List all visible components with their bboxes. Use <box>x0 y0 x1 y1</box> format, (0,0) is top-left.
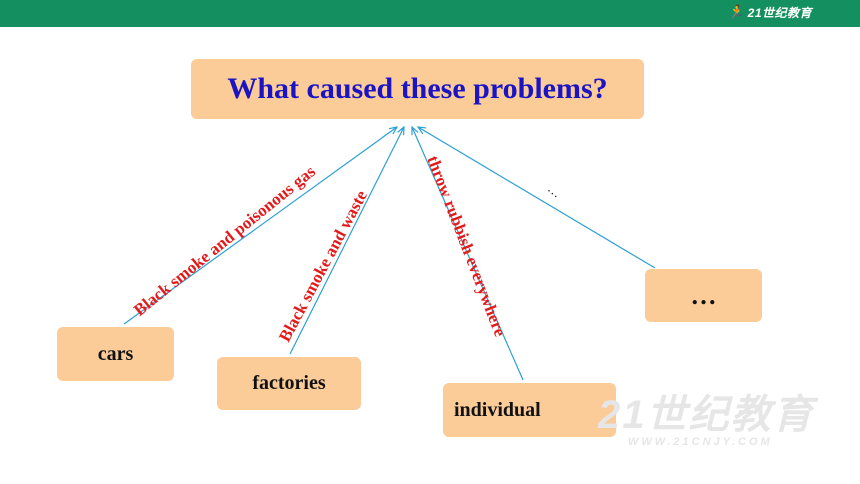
cause-factories: factories <box>217 357 361 410</box>
watermark: 21世纪教育 WWW.21CNJY.COM <box>598 382 815 448</box>
arrow-factories <box>289 127 404 355</box>
logo-text: 21世纪教育 <box>747 6 812 20</box>
brand-logo: 🏃21世纪教育 <box>727 4 812 21</box>
header-bar: 🏃21世纪教育 <box>0 0 860 27</box>
cause-cars: cars <box>57 327 174 381</box>
arrow-individual <box>412 127 524 381</box>
watermark-main: 21世纪教育 <box>598 393 815 437</box>
arrow-other <box>418 127 656 269</box>
question-title: What caused these problems? <box>191 59 644 119</box>
watermark-url: WWW.21CNJY.COM <box>628 436 773 448</box>
runner-icon: 🏃 <box>726 4 745 20</box>
cause-individual: individual <box>443 383 616 437</box>
cause-other: … <box>645 269 762 322</box>
arrow-cars <box>123 127 397 325</box>
